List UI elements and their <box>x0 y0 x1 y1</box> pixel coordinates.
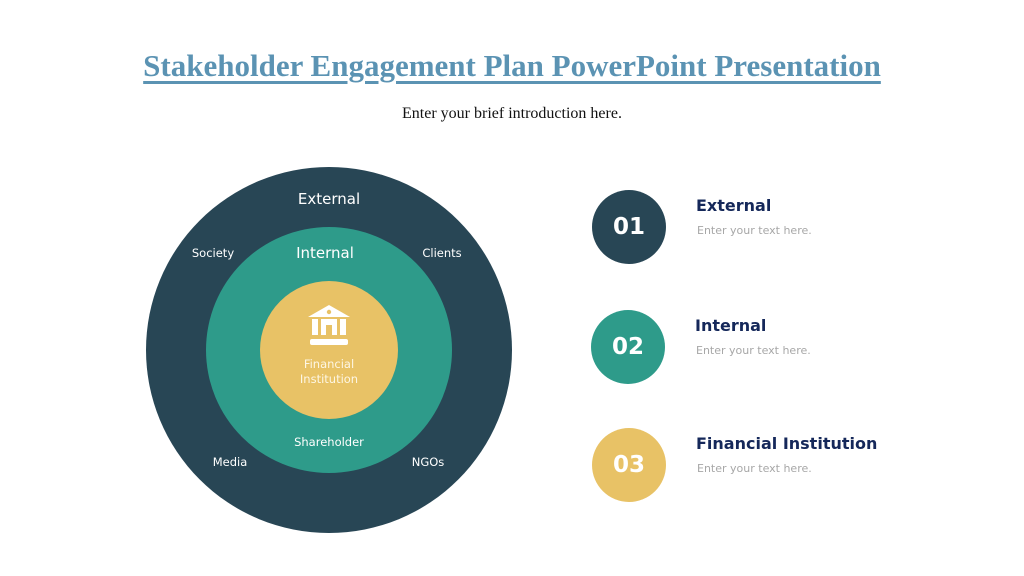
financial-label-line1: Financial <box>303 357 355 371</box>
shareholder-label: Shareholder <box>294 435 364 449</box>
clients-label: Clients <box>422 246 462 260</box>
item-number-badge: 01 <box>592 190 666 264</box>
item-title: External <box>696 196 772 215</box>
society-label: Society <box>191 246 235 260</box>
financial-institution-label: Financial Institution <box>300 357 358 387</box>
item-description: Enter your text here. <box>697 224 812 237</box>
slide-subtitle: Enter your brief introduction here. <box>402 105 622 122</box>
item-number-badge: 03 <box>592 428 666 502</box>
item-title: Internal <box>695 316 767 335</box>
financial-label-line2: Institution <box>299 372 359 386</box>
external-ring-label: External <box>297 190 361 208</box>
slide-title: Stakeholder Engagement Plan PowerPoint P… <box>143 48 881 83</box>
item-description: Enter your text here. <box>696 344 811 357</box>
item-title: Financial Institution <box>696 434 878 453</box>
financial-institution-core <box>260 281 398 419</box>
ngos-label: NGOs <box>411 455 445 469</box>
item-description: Enter your text here. <box>697 462 812 475</box>
item-number-badge: 02 <box>591 310 665 384</box>
bank-icon <box>308 305 350 345</box>
internal-ring-label: Internal <box>296 244 354 262</box>
media-label: Media <box>212 455 248 469</box>
